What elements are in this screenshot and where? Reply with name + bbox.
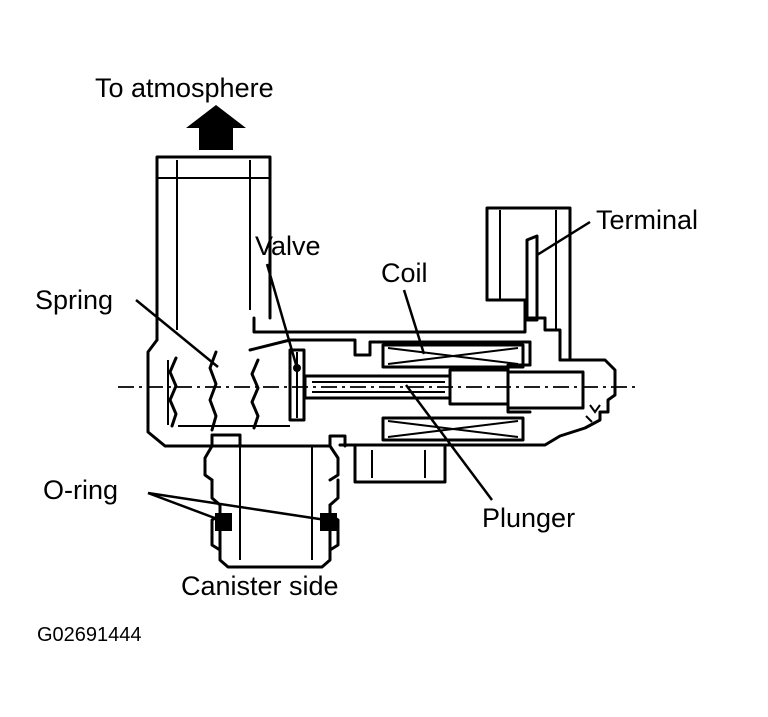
spring-chamber <box>167 350 290 432</box>
label-canister-side: Canister side <box>181 571 339 601</box>
leader-lines <box>135 220 591 522</box>
label-spring: Spring <box>35 285 113 315</box>
end-cap <box>338 358 617 447</box>
label-o-ring: O-ring <box>43 475 118 505</box>
label-terminal: Terminal <box>596 205 698 235</box>
canister-nozzle <box>210 446 340 569</box>
o-ring-right-icon <box>320 513 337 531</box>
terminal-connector <box>485 206 572 362</box>
outlet-pipe <box>146 155 272 448</box>
flow-arrow-icon <box>186 105 246 150</box>
o-rings <box>215 513 337 531</box>
coil-windings <box>381 343 525 442</box>
o-ring-left-icon <box>215 513 232 531</box>
figure-code: G02691444 <box>37 624 142 646</box>
label-plunger: Plunger <box>482 503 575 533</box>
valve-disc <box>288 348 306 422</box>
label-valve: Valve <box>255 231 321 261</box>
lower-housing <box>203 433 447 484</box>
label-to-atmosphere: To atmosphere <box>95 73 274 103</box>
label-coil: Coil <box>381 258 428 288</box>
